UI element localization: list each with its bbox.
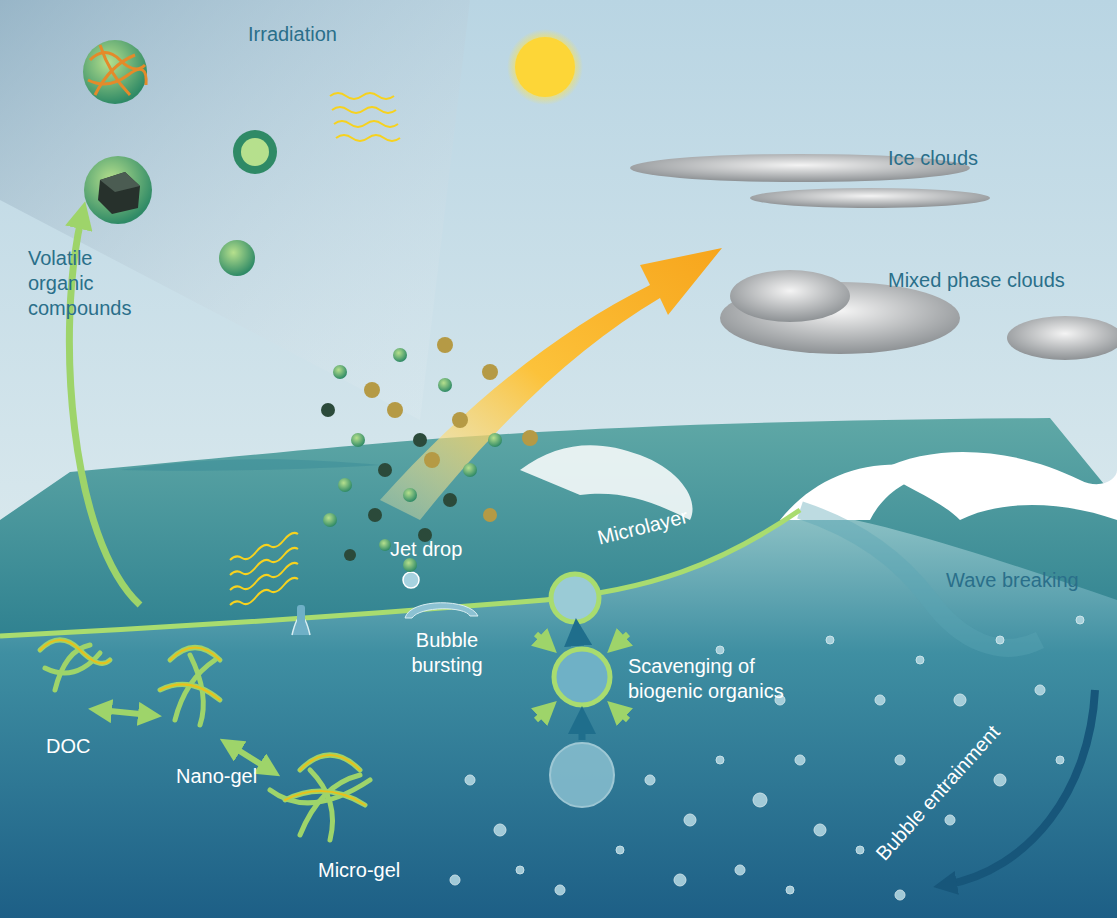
illustration-label: Wave breaking xyxy=(946,568,1079,593)
illustration-label: Volatile organic compounds xyxy=(28,246,148,321)
illustration-label: Mixed phase clouds xyxy=(888,268,1065,293)
illustration-label: Bubble bursting xyxy=(392,628,502,678)
illustration-label: Ice clouds xyxy=(888,146,978,171)
illustration-label: Micro-gel xyxy=(318,858,400,883)
illustration-label: Jet drop xyxy=(390,537,462,562)
illustration-label: Scavenging of biogenic organics xyxy=(628,654,803,704)
illustration-label: Microlayer xyxy=(595,504,691,551)
illustration-label: Irradiation xyxy=(248,22,337,47)
illustration-label: Nano-gel xyxy=(176,764,257,789)
illustration-label: Bubble entrainment xyxy=(871,720,1006,866)
illustration-label: DOC xyxy=(46,734,90,759)
